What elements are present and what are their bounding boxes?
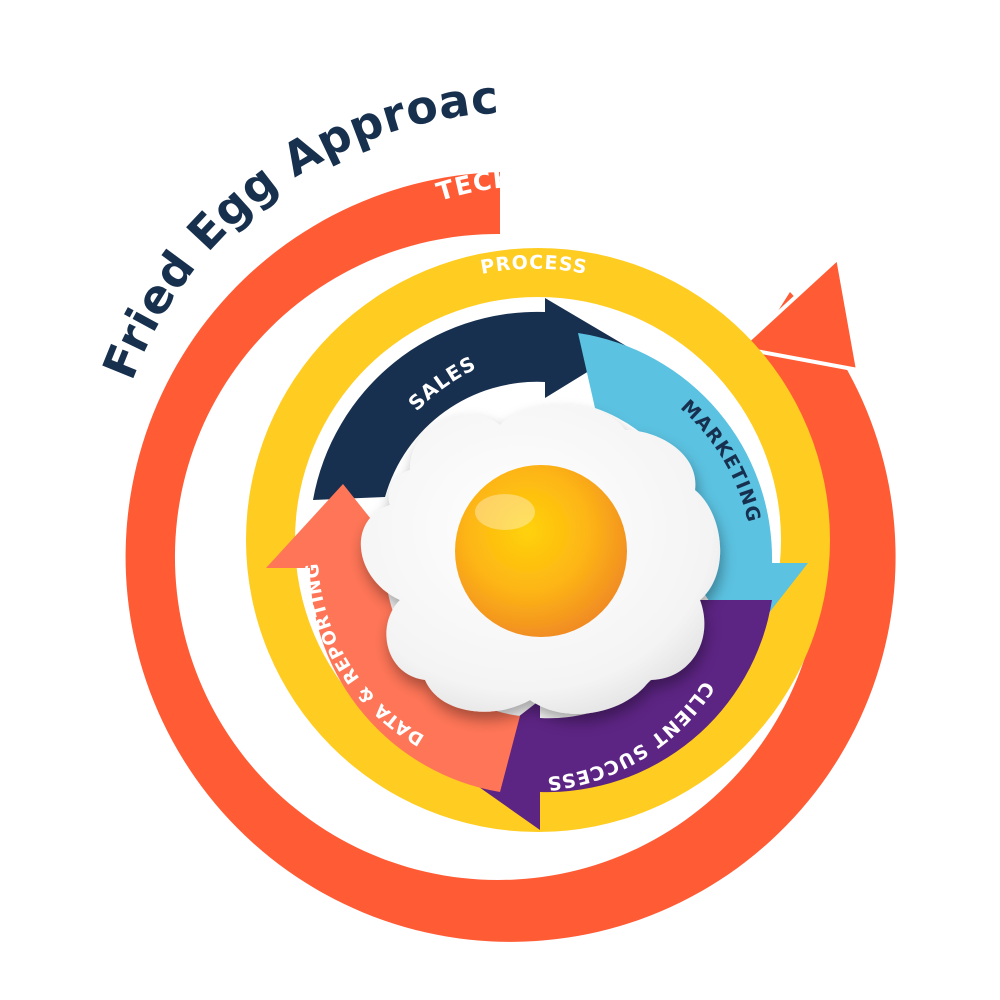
egg-yolk bbox=[455, 465, 627, 637]
fried-egg-image bbox=[360, 404, 721, 714]
yolk-highlight bbox=[475, 494, 535, 530]
svg-text:TECHNOLOGY: TECHNOLOGY bbox=[433, 162, 643, 206]
technology-arrowhead bbox=[735, 254, 861, 373]
technology-label: TECHNOLOGY bbox=[433, 162, 642, 206]
arrow-sales bbox=[313, 298, 628, 500]
